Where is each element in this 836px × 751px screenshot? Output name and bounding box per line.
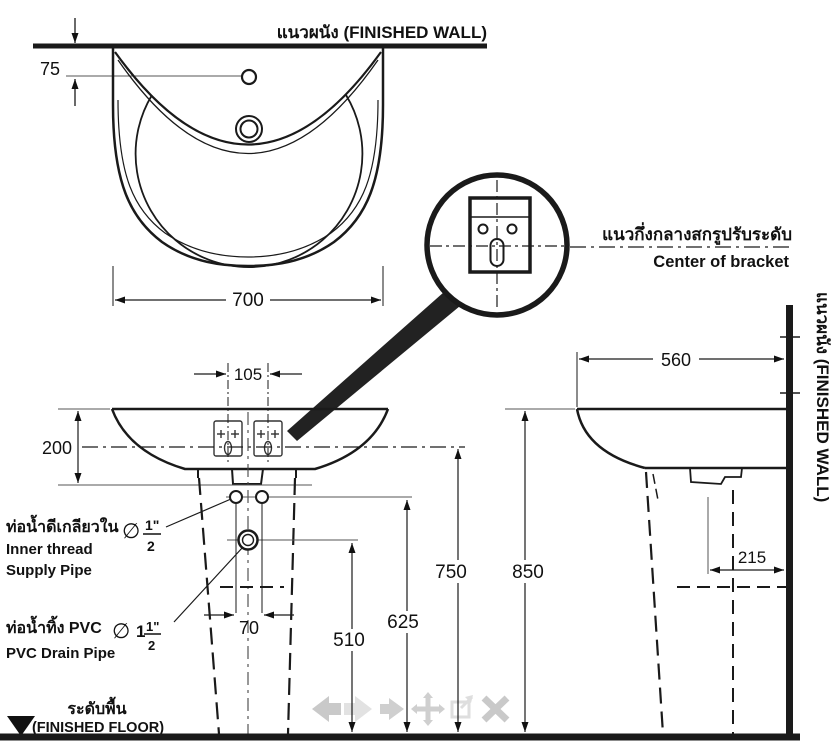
side-basin-front [575,408,646,470]
dim-70-label: 70 [239,618,259,638]
detail-magnifier [287,172,793,441]
floor-en-label: (FINISHED FLOOR) [32,720,164,736]
floor-datum-triangle [7,716,35,736]
finished-wall-top-label: แนวผนัง (FINISHED WALL) [277,23,487,42]
dim-75 [66,18,241,106]
supply-pipe-right [255,490,269,504]
side-pedestal-front-inner [652,473,659,501]
dim-75-label: 75 [40,59,60,79]
drain-leader [173,546,244,623]
supply-en-2: Supply Pipe [6,562,92,579]
basin-mount-recess [231,468,264,485]
magnifier-handle [287,292,460,441]
watermark-toolbar [312,692,510,726]
drain-whole-number: 1 [136,622,145,641]
supply-leader [165,498,232,528]
supply-thai-text: ท่อน้ำดีเกลียวใน [6,514,119,536]
dim-700-label: 700 [232,290,264,311]
basin-bowl [134,94,364,268]
move-icon[interactable] [411,692,445,726]
right-arrow-icon[interactable] [380,698,404,720]
faucet-hole [240,68,258,86]
dim-510-label: 510 [333,630,365,651]
drain-pipe-label: ท่อน้ำทิ้ง PVC ∅ 1 1" 2 PVC Drain Pipe [6,615,161,662]
drain-pipe-outer [237,529,259,551]
supply-en-1: Inner thread [6,541,93,558]
supply-pipe-left [229,490,243,504]
dim-560-bg [653,349,699,370]
drain-frac-den: 2 [148,638,155,653]
resize-icon[interactable] [450,695,474,719]
bracket-screw-hole-left [477,223,489,235]
basin-outer-rim [111,46,385,268]
drain-hole-outer [235,115,263,143]
dim-215-label: 215 [738,548,766,567]
dim-625-label: 625 [387,612,419,633]
dim-105-label: 105 [234,365,262,384]
dim-625-bg [384,611,424,633]
dim-560-label: 560 [661,350,691,370]
right-arrow-light-icon[interactable] [344,696,372,722]
diameter-symbol: ∅ [122,520,140,543]
drain-pipe-inner [241,533,255,547]
basin-profile [110,408,390,471]
diameter-symbol: ∅ [112,620,130,643]
dim-200-label: 200 [42,438,72,458]
left-arrow-icon[interactable] [312,696,341,722]
dim-700-label-bg [226,288,270,310]
dim-510-bg [330,629,370,651]
basin-outer-rim-inner-line [117,99,379,258]
basin-back-edge-2 [117,59,379,155]
bracket-body [468,196,532,274]
pedestal-edge-left [197,477,221,735]
side-pedestal-front [644,471,665,735]
basin-back-edge [114,51,382,146]
supply-frac-den: 2 [147,538,155,554]
close-icon[interactable] [481,695,510,723]
bracket-center-en-label: Center of bracket [653,253,789,271]
supply-pipe-label: ท่อน้ำดีเกลียวใน ∅ 1" 2 Inner thread Sup… [6,514,161,579]
drain-thai-text: ท่อน้ำทิ้ง PVC [6,615,102,637]
dim-750-label: 750 [435,562,467,583]
dim-750-bg [431,560,473,583]
dim-850-bg [507,560,549,583]
floor-thai-label: ระดับพื้น [67,696,126,718]
dim-105-label-bg [230,364,266,383]
front-view [58,363,465,735]
drain-frac-num: 1" [146,619,159,634]
bracket-center-thai-label: แนวกึ่งกลางสกรูปรับระดับ [602,222,792,246]
drain-en: PVC Drain Pipe [6,645,115,662]
finished-wall-right-label: แนวผนัง (FINISHED WALL) [813,292,832,502]
side-view [575,407,786,735]
pedestal-edge-right [286,477,297,735]
bracket-screw-hole-right [506,223,518,235]
dim-850-label: 850 [512,562,544,583]
drain-hole-inner [239,119,259,139]
side-mount-recess [689,467,743,485]
supply-frac-num: 1" [145,517,159,533]
top-view [111,46,385,268]
